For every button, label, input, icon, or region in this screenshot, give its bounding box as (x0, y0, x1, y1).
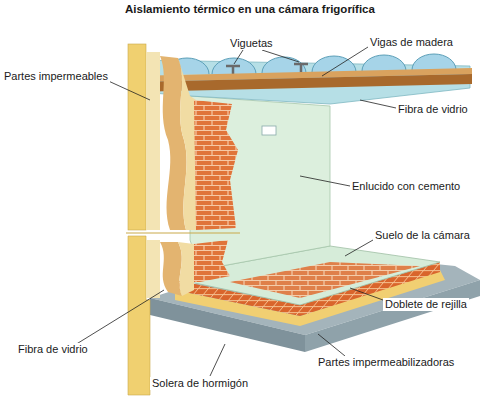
part-label: Suelo de la cámara (373, 229, 472, 242)
part-label: Partes impermeabilizadoras (316, 356, 456, 369)
leader-lines (70, 47, 396, 376)
part-label: Viguetas (228, 37, 275, 50)
part-label: Doblete de rejilla (383, 298, 469, 311)
part-label: Fibra de vidrio (16, 343, 90, 356)
part-label: Enlucido con cemento (350, 180, 462, 193)
part-label: Partes impermeables (2, 70, 110, 83)
part-label: Fibra de vidrio (396, 103, 470, 116)
upper-wall (128, 44, 238, 230)
lower-wall (126, 233, 240, 395)
part-label: Solera de hormigón (150, 377, 250, 390)
part-label: Vigas de madera (368, 36, 455, 49)
diagram-title: Aislamiento térmico en una cámara frigor… (125, 3, 375, 16)
window (262, 126, 276, 135)
